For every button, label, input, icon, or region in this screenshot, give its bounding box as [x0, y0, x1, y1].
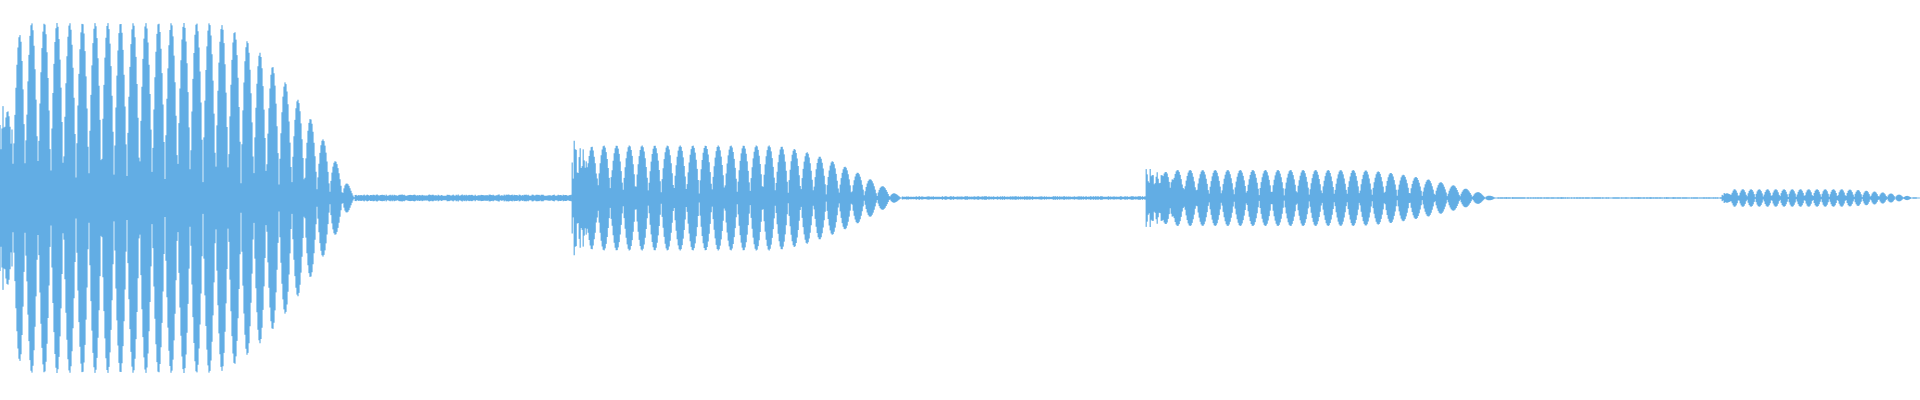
waveform-path-group [0, 23, 1920, 373]
